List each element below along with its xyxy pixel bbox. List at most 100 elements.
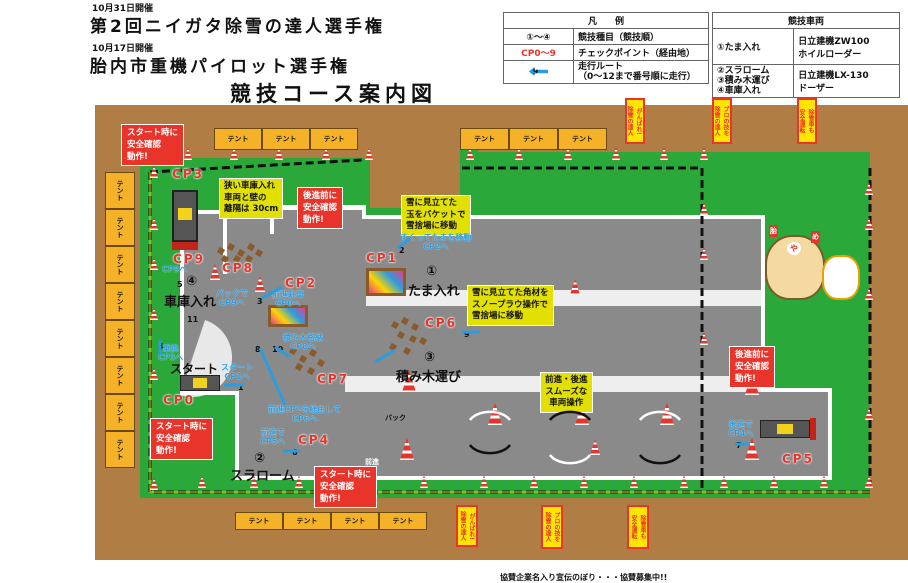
route-number: 5	[177, 280, 183, 289]
checkpoint-cp1: CP1	[366, 251, 398, 265]
traffic-cone-icon	[515, 147, 523, 160]
legend-symbol: ①〜④	[503, 28, 574, 45]
event-2-number: ②	[254, 451, 266, 466]
traffic-cone-icon	[612, 147, 620, 160]
tent: テント	[283, 512, 331, 530]
title-1: 第2回ニイガタ除雪の達人選手権	[90, 17, 385, 37]
legend-title: 凡 例	[503, 12, 709, 29]
route-number: 10	[272, 345, 284, 354]
tent: テント	[105, 320, 135, 357]
tent: テント	[460, 128, 509, 150]
event-1-label: たま入れ	[408, 284, 460, 299]
traffic-cone-icon	[250, 475, 258, 488]
traffic-cone-icon	[150, 217, 158, 230]
dozer-vehicle	[180, 375, 220, 391]
traffic-cone-icon	[184, 147, 192, 160]
route-label-1: スタート CP1へ	[221, 363, 253, 381]
block-note: 雪に見立てた角材を スノープラウ操作で 雪捨場に移動	[467, 285, 554, 326]
event-3-label: 積み木運び	[396, 370, 462, 385]
route-number: 8	[255, 345, 261, 354]
garage-note: 狭い車庫入れ 車両と壁の 離隔は 30cm	[219, 178, 284, 219]
traffic-cone-icon	[590, 439, 600, 455]
legend-desc: 競技種目（競技順）	[573, 28, 709, 45]
page-title: 競技コース案内図	[230, 82, 437, 106]
safety-note-start: スタート時に 安全確認 動作!	[121, 124, 185, 166]
checkpoint-cp9: CP9	[173, 252, 205, 266]
mascot-arrow: 胎	[769, 225, 778, 237]
route-label-2: すくってたまを移動 CP2へ	[400, 233, 472, 251]
checkpoint-cp8: CP8	[222, 261, 254, 275]
tent: テント	[105, 283, 135, 320]
traffic-cone-icon	[365, 147, 373, 160]
traffic-cone-icon	[865, 475, 873, 488]
traffic-cone-icon	[420, 475, 428, 488]
safety-note-back: 後進前に 安全確認 動作!	[729, 346, 776, 388]
traffic-cone-icon	[865, 287, 873, 300]
date-1: 10月31日開催	[92, 4, 154, 14]
mascot-arrow: め	[811, 231, 820, 243]
tent: テント	[105, 431, 135, 468]
tent: テント	[379, 512, 427, 530]
traffic-cone-icon	[700, 202, 708, 215]
traffic-cone-icon	[630, 475, 638, 488]
sponsor-banner: プロの技を 除雪の達人	[541, 505, 563, 549]
traffic-cone-icon	[820, 475, 828, 488]
checkpoint-cp0: CP0	[163, 393, 195, 407]
traffic-cone-icon	[150, 257, 158, 270]
traffic-cone-icon	[275, 147, 283, 160]
event-4-number: ④	[186, 274, 198, 289]
checkpoint-cp5: CP5	[782, 452, 814, 466]
traffic-cone-icon	[865, 407, 873, 420]
traffic-cone-icon	[230, 147, 238, 160]
footer-note: 協賛企業名入り宣伝のぼり・・・協賛募集中!!	[500, 573, 668, 582]
traffic-cone-icon	[150, 307, 158, 320]
route-label-8: 前進CP2を経由して CP6へ	[268, 405, 342, 423]
traffic-cone-icon	[720, 475, 728, 488]
tent: テント	[262, 128, 310, 150]
route-number: 3	[257, 297, 263, 306]
tent: テント	[235, 512, 283, 530]
traffic-cone-icon	[865, 217, 873, 230]
tent: テント	[105, 246, 135, 283]
checkpoint-cp2: CP2	[285, 276, 317, 290]
route-number: 1	[238, 383, 244, 392]
tent: テント	[105, 394, 135, 431]
traffic-cone-icon	[150, 165, 158, 178]
legend-desc: 走行ルート （0〜12まで番号順に走行）	[573, 60, 709, 84]
loader-vehicle	[172, 190, 198, 242]
start-label: スタート	[170, 362, 219, 376]
traffic-cone-icon	[680, 475, 688, 488]
route-number: 11	[187, 315, 199, 324]
event-3-number: ③	[424, 350, 436, 365]
traffic-cone-icon	[660, 147, 668, 160]
back-label: バック	[385, 414, 406, 422]
traffic-cone-icon	[700, 147, 708, 160]
route-label-4: 乗換 CP3へ	[158, 344, 184, 362]
event-1-number: ①	[426, 264, 438, 279]
loader-bucket	[172, 242, 198, 250]
tent: テント	[310, 128, 358, 150]
traffic-cone-icon	[700, 332, 708, 345]
route-label-5: CP9へ	[162, 265, 188, 274]
snow-plow	[810, 418, 816, 440]
safety-note-back: 後進前に 安全確認 動作!	[297, 187, 344, 229]
tent: テント	[105, 209, 135, 246]
tent: テント	[509, 128, 558, 150]
sponsor-banner: プロの技を 除雪の達人	[712, 98, 732, 144]
traffic-cone-icon	[770, 475, 778, 488]
vehicle-table: 競技車両 ①たま入れ日立建機ZW100 ホイルローダー ②スラローム ③積み木運…	[711, 12, 900, 98]
traffic-cone-icon	[530, 475, 538, 488]
safety-note-start: スタート時に 安全確認 動作!	[150, 418, 214, 460]
barrier-rope	[462, 166, 704, 492]
route-label-3: 前進駐車 CP0へ	[272, 290, 304, 308]
sponsor-banner: がんばれ! 除雪の達人	[625, 98, 645, 144]
event-4-label: 車庫入れ	[164, 295, 217, 310]
checkpoint-cp3: CP3	[172, 167, 204, 181]
route-label-10: 積み木格納 CP8へ	[283, 333, 323, 351]
traffic-cone-icon	[466, 147, 474, 160]
garage-wall	[270, 214, 274, 234]
title-2: 胎内市重機パイロット選手権	[90, 57, 350, 77]
tent: テント	[214, 128, 262, 150]
lane-divider	[366, 290, 761, 306]
